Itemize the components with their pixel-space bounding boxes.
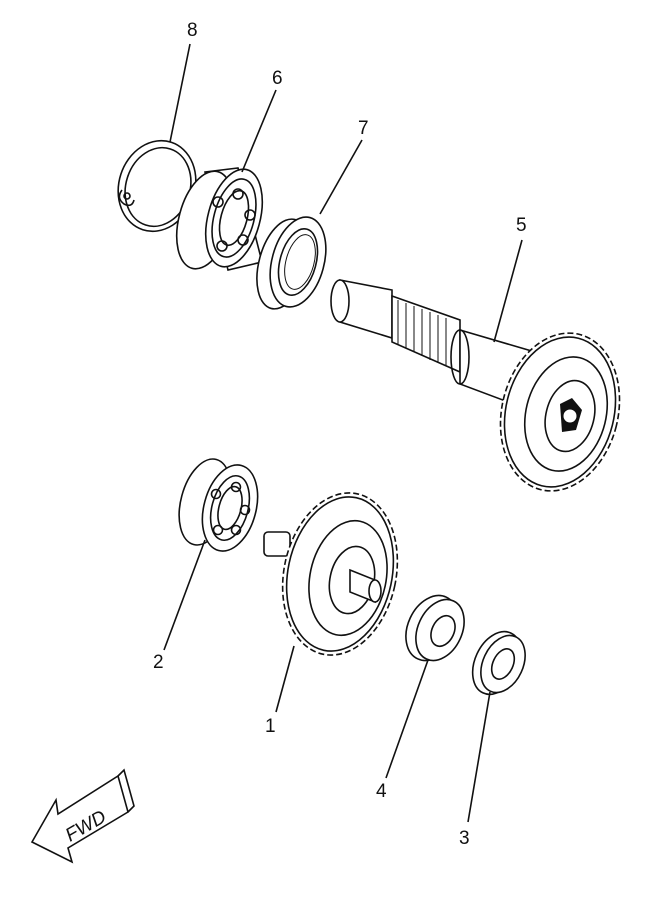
callout-4: 4 (376, 781, 387, 802)
shaft-gear-part-5 (330, 279, 621, 492)
callout-5: 5 (516, 215, 527, 236)
callout-7: 7 (358, 118, 369, 139)
callout-6: 6 (272, 68, 283, 89)
fwd-arrow-icon: FWD (30, 768, 135, 864)
callout-labels: 8 6 7 5 2 1 4 3 (153, 20, 527, 849)
callout-8: 8 (187, 20, 198, 41)
leader-lines (163, 43, 523, 823)
callout-2: 2 (153, 652, 164, 673)
gear-part-1 (263, 492, 399, 656)
washer-part-4 (405, 594, 465, 662)
seal-part-7 (256, 216, 327, 310)
bearing-part-2 (178, 458, 259, 552)
bearing-part-6 (175, 167, 264, 271)
callout-1: 1 (265, 716, 276, 737)
washer-part-3 (471, 630, 526, 696)
callout-3: 3 (459, 828, 470, 849)
